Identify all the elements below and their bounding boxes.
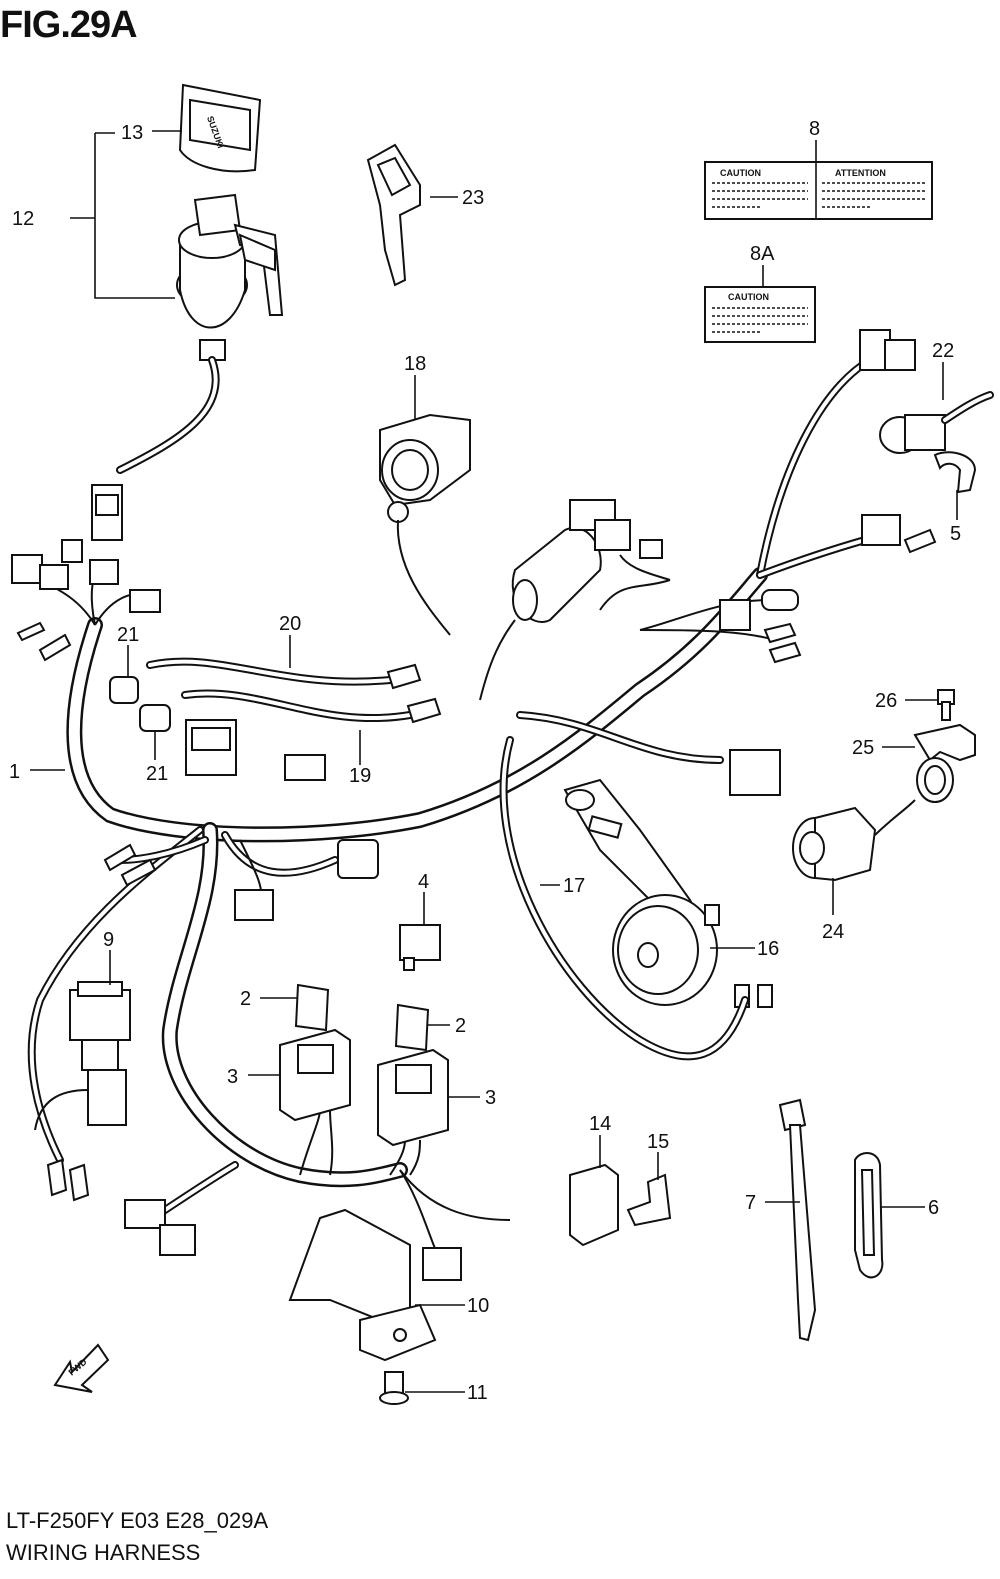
- ignition-switch-12: [91, 193, 284, 541]
- callout-8a: 8A: [750, 243, 775, 265]
- figure-name: WIRING HARNESS: [6, 1540, 201, 1565]
- center-component: [479, 499, 671, 701]
- left-connectors: [11, 539, 379, 1202]
- callout-9: 9: [103, 929, 114, 951]
- component-14: [569, 1163, 619, 1247]
- callout-11: 11: [467, 1382, 488, 1404]
- leader-lines: [30, 130, 958, 1393]
- switch-24: [792, 799, 916, 882]
- callout-13: 13: [121, 122, 143, 144]
- callout-8: 8: [809, 118, 820, 140]
- clamp-band-6: [854, 1152, 884, 1279]
- callouts: 13 12 23 8 8A 22 5 18 20 19 21 21 1 4 9 …: [9, 118, 961, 1404]
- bracket-15: [626, 1173, 672, 1227]
- callout-22: 22: [932, 340, 954, 362]
- callout-2a: 2: [240, 988, 251, 1010]
- callout-26: 26: [875, 690, 897, 712]
- fuse-box-3b: [377, 1048, 449, 1147]
- bracket-25: [913, 723, 976, 803]
- right-connectors: [719, 329, 937, 664]
- callout-21b: 21: [146, 763, 168, 785]
- fuse-box-3a: [279, 1028, 351, 1122]
- label-8a-caution: CAUTION: [728, 292, 769, 302]
- callout-17: 17: [563, 875, 585, 897]
- callout-5: 5: [950, 523, 961, 545]
- handlebar-switch-18: [379, 413, 471, 636]
- callout-24: 24: [822, 921, 844, 943]
- callout-1: 1: [9, 761, 20, 783]
- callout-20: 20: [279, 613, 301, 635]
- fuse-2a: [294, 983, 330, 1032]
- bracket-10: [124, 1199, 462, 1362]
- callout-10: 10: [467, 1295, 489, 1317]
- callout-3b: 3: [485, 1087, 496, 1109]
- fuse-2b: [394, 1003, 430, 1052]
- callout-7: 7: [745, 1192, 756, 1214]
- callout-23: 23: [462, 187, 484, 209]
- callout-6: 6: [928, 1197, 939, 1219]
- callout-18: 18: [404, 353, 426, 375]
- caution-label-8: CAUTION ATTENTION: [704, 161, 933, 220]
- callout-2b: 2: [455, 1015, 466, 1037]
- cap-21a: [109, 676, 139, 704]
- relay-9: [34, 981, 131, 1131]
- callout-4: 4: [418, 871, 429, 893]
- tube-19: [181, 689, 442, 724]
- bolt-11: [379, 1371, 409, 1405]
- key-23: [366, 143, 421, 287]
- callout-14: 14: [589, 1113, 611, 1135]
- callout-25: 25: [852, 737, 874, 759]
- horn-16: [563, 778, 773, 1008]
- figure-code: LT-F250FY E03 E28_029A: [6, 1508, 269, 1533]
- tube-20: [146, 657, 422, 690]
- cap-21b: [139, 704, 171, 732]
- figure-title: FIG.29A: [0, 4, 138, 46]
- callout-15: 15: [647, 1131, 669, 1153]
- label-8-caution: CAUTION: [720, 168, 761, 178]
- cable-tie-7: [778, 1098, 817, 1342]
- callout-19: 19: [349, 765, 371, 787]
- relay-4: [399, 924, 441, 971]
- callout-12: 12: [12, 208, 34, 230]
- callout-16: 16: [757, 938, 779, 960]
- socket-22: [879, 391, 994, 454]
- label-8-attention: ATTENTION: [835, 168, 886, 178]
- main-harness: [27, 356, 874, 1261]
- bolt-26: [937, 689, 955, 721]
- clamp-5: [933, 451, 977, 494]
- horn-lead-17: [499, 736, 781, 1061]
- callout-21a: 21: [117, 624, 139, 646]
- callout-3a: 3: [227, 1066, 238, 1088]
- key-cap-13: SUZUKI: [178, 83, 262, 173]
- fwd-arrow-icon: FWD: [53, 1343, 110, 1393]
- caution-label-8a: CAUTION: [704, 286, 816, 343]
